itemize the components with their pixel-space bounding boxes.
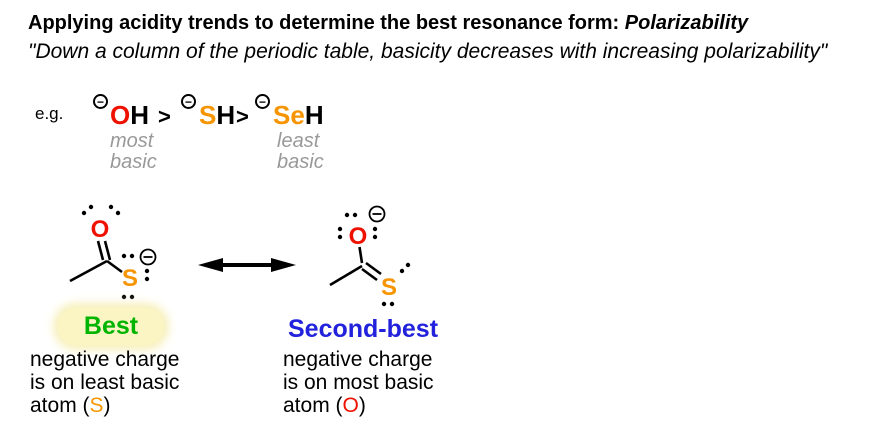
bond-cs — [106, 259, 123, 274]
best-highlight-badge: Best — [58, 308, 164, 345]
sulfur-atom-label: S — [381, 274, 397, 301]
least-basic-note: least basic — [277, 130, 324, 173]
lone-pair-dot — [121, 294, 127, 300]
double-bond-co-1 — [96, 240, 105, 261]
lone-pair-dot — [337, 234, 343, 240]
lone-pair-dot — [399, 268, 405, 274]
minus-sign: − — [258, 94, 266, 109]
title-main: Applying acidity trends to determine the… — [28, 12, 620, 34]
caption-atom-post: ) — [358, 394, 366, 417]
caption-line: atom (S) — [30, 394, 179, 417]
most-basic-note: most basic — [110, 130, 157, 173]
double-bond-cs-2 — [365, 261, 382, 276]
double-bond-co-2 — [103, 240, 112, 261]
oxygen-atom-label: O — [110, 100, 131, 130]
lone-pair-dot — [337, 226, 343, 232]
greater-than-sign: > — [158, 104, 171, 129]
second-best-label: Second-best — [288, 315, 439, 343]
lone-pair-dot — [372, 234, 378, 240]
caption-atom-pre: atom ( — [30, 394, 90, 417]
oxygen-atom-label: O — [349, 223, 368, 250]
best-label: Best — [83, 312, 139, 340]
oxygen-atom-label: O — [91, 216, 110, 243]
caption-atom-post: ) — [103, 394, 111, 417]
hydrogen-label: H — [216, 100, 236, 130]
formula-thiolate: SH — [199, 100, 235, 131]
caption-left: negative charge is on least basic atom (… — [30, 348, 179, 417]
lone-pair-dot — [344, 212, 350, 218]
double-bond-cs-1 — [361, 267, 378, 282]
molecule-charge-on-sulfur: O S — [69, 204, 157, 300]
hydrogen-label: H — [130, 100, 150, 130]
lone-pair-dot — [88, 204, 94, 210]
caption-atom-pre: atom ( — [283, 394, 343, 417]
caption-right: negative charge is on most basic atom (O… — [283, 348, 434, 417]
lone-pair-dot — [405, 262, 411, 268]
lone-pair-dot — [108, 204, 114, 210]
caption-line: negative charge — [283, 348, 433, 371]
title-emphasis: Polarizability — [624, 12, 749, 34]
hydrogen-label: H — [304, 100, 324, 130]
subtitle-quote: "Down a column of the periodic table, ba… — [28, 40, 828, 63]
sulfur-atom-label: S — [122, 265, 138, 292]
minus-charge-icon — [139, 248, 157, 266]
caption-line: is on most basic — [283, 371, 434, 394]
caption-line: is on least basic — [30, 371, 180, 394]
lone-pair-dot — [115, 210, 121, 216]
greater-than-sign: > — [236, 104, 249, 129]
lone-pair-dot — [381, 301, 387, 307]
bond-methyl — [329, 264, 363, 287]
lone-pair-dot — [389, 301, 395, 307]
formula-hydroxide: OH — [110, 100, 149, 131]
minus-charge-icon — [368, 205, 386, 223]
sulfur-atom-ref: S — [89, 394, 104, 417]
minus-sign: − — [96, 94, 104, 109]
formula-selenolate: SeH — [273, 100, 324, 131]
lone-pair-dot — [129, 253, 135, 259]
resonance-double-arrow-icon — [198, 258, 296, 272]
lone-pair-dot — [372, 226, 378, 232]
molecule-charge-on-oxygen: O S — [329, 205, 411, 307]
oxygen-atom-ref: O — [342, 394, 359, 417]
minus-charge-icon: − — [181, 94, 196, 109]
lone-pair-dot — [352, 212, 358, 218]
page-title: Applying acidity trends to determine the… — [28, 12, 748, 35]
lone-pair-dot — [144, 268, 150, 274]
caption-line: negative charge — [30, 348, 180, 371]
minus-charge-icon: − — [255, 94, 270, 109]
minus-sign: − — [184, 94, 192, 109]
lone-pair-dot — [129, 294, 135, 300]
lone-pair-dot — [121, 253, 127, 259]
caption-line: atom (O) — [283, 394, 434, 417]
bond-oc — [358, 246, 364, 264]
example-label: e.g. — [35, 104, 64, 123]
selenium-atom-label: Se — [273, 100, 305, 130]
lone-pair-dot — [144, 276, 150, 282]
bond-methyl — [69, 259, 108, 283]
lone-pair-dot — [81, 210, 87, 216]
sulfur-atom-label: S — [199, 100, 217, 130]
minus-charge-icon: − — [93, 94, 108, 109]
